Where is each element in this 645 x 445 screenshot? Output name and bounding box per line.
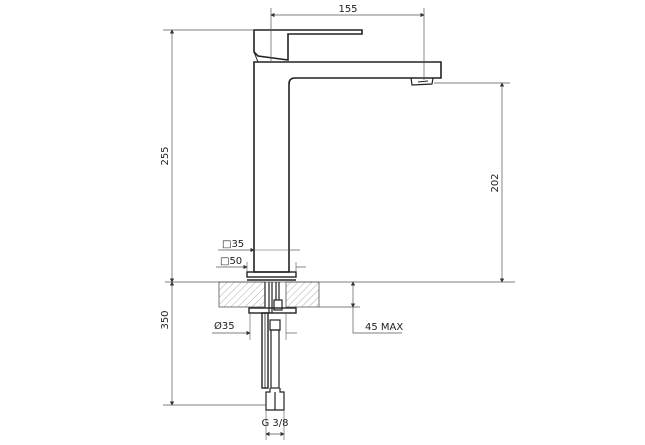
dimension-spout-height: 202 (434, 82, 510, 283)
dimension-counter-thickness: 45 MAX (319, 281, 403, 334)
fixing-washer (248, 307, 297, 314)
dimension-connection-thread: G 3/8 (261, 410, 289, 440)
mounting-hardware (248, 282, 297, 411)
dim-202-label: 202 (490, 173, 501, 192)
dimension-base-50: □50 (216, 256, 306, 272)
aerator (410, 77, 434, 86)
dimension-underside-length: 350 (160, 281, 266, 406)
flexible-hose (270, 329, 280, 389)
spout-outline (253, 61, 442, 273)
dim-g38-label: G 3/8 (261, 418, 288, 429)
countertop-section (218, 281, 320, 308)
dim-sq35-label: □35 (222, 239, 244, 250)
faucet-body (246, 29, 442, 281)
dimension-body-35: □35 (218, 239, 300, 253)
dim-255-label: 255 (160, 146, 171, 165)
dim-dia35-label: Ø35 (214, 320, 235, 332)
lever-handle (253, 29, 363, 61)
dimension-hole-35: Ø35 (212, 313, 297, 340)
base-plate (246, 271, 297, 278)
dim-155-label: 155 (338, 4, 357, 15)
dim-sq50-label: □50 (220, 256, 242, 267)
dim-350-label: 350 (160, 310, 171, 329)
dimension-spout-reach: 155 (270, 4, 425, 80)
dimension-total-height: 255 (160, 29, 254, 283)
dim-45max-label: 45 MAX (365, 322, 403, 333)
